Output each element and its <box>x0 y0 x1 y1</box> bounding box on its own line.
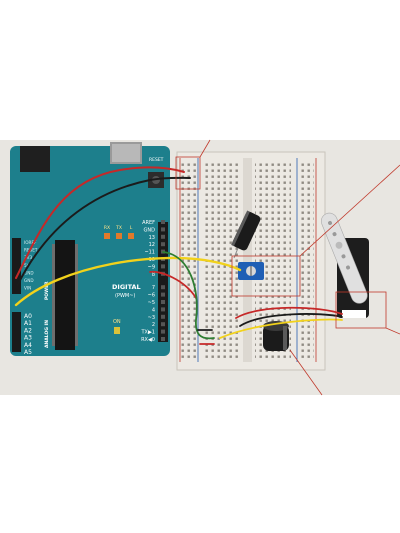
digital-pin-label: 7 <box>152 285 155 291</box>
digital-pin-label: ~11 <box>144 250 155 256</box>
servo-motor <box>320 212 369 318</box>
status-led <box>128 233 134 239</box>
power-jack <box>20 146 50 172</box>
header-pin <box>161 220 165 224</box>
header-pin <box>161 227 165 232</box>
digital-pin-label: ~6 <box>148 293 155 299</box>
analog-header <box>12 312 21 352</box>
status-led <box>104 233 110 239</box>
power-pin-label: GND <box>24 270 34 275</box>
header-pin <box>161 242 165 247</box>
led-label: TX <box>115 225 122 231</box>
callout-box-servo <box>335 291 387 329</box>
digital-pin-label: 4 <box>152 307 155 313</box>
header-pin <box>161 329 165 334</box>
potentiometer <box>238 262 264 280</box>
on-label: ON <box>113 319 121 325</box>
analog-pin-label: A1 <box>24 320 32 327</box>
digital-pin-label: RX◀0 <box>141 337 155 343</box>
microcontroller-chip <box>55 240 75 350</box>
power-pin-label: VIN <box>24 286 31 291</box>
power-pin-label: GND <box>24 278 34 283</box>
digital-pin-label: AREF <box>142 220 155 226</box>
analog-pin-label: A3 <box>24 335 32 342</box>
digital-pin-label: 2 <box>152 322 155 328</box>
power-label: POWER <box>44 281 50 300</box>
power-pin-label: IOREF <box>24 240 37 245</box>
analog-pin-label: A4 <box>24 342 32 349</box>
callout-box-rail <box>175 156 201 190</box>
header-pin <box>161 337 165 341</box>
digital-pin-label: TX▶1 <box>140 330 155 336</box>
digital-label: DIGITAL <box>112 283 141 291</box>
analog-pin-label: A2 <box>24 327 32 334</box>
power-pin-label: 3V3 <box>24 255 33 260</box>
power-pin-label: 5V <box>24 263 30 268</box>
analog-label: ANALOG IN <box>44 320 50 348</box>
power-header <box>12 238 21 294</box>
header-pin <box>161 300 165 304</box>
callouts <box>175 139 400 396</box>
wire-green-signal <box>162 251 215 340</box>
led-label: L <box>130 225 133 231</box>
header-pin <box>161 285 165 290</box>
digital-pin-label: ~3 <box>148 315 155 321</box>
wires <box>14 166 343 345</box>
header-pin <box>161 264 165 269</box>
digital-pin-label: 12 <box>149 242 155 248</box>
on-led <box>114 327 120 334</box>
servo-lead-red <box>235 306 343 319</box>
analog-pin-label: A0 <box>24 313 32 320</box>
header-pin <box>161 314 165 319</box>
digital-header <box>158 222 168 342</box>
header-pin <box>161 322 165 327</box>
header-pin <box>161 307 165 312</box>
arduino-board: RESET AREFGND1312~11~10~987~6~54~32TX▶1R… <box>10 142 170 356</box>
header-pin <box>161 292 165 297</box>
header-pin <box>161 234 165 239</box>
digital-pin-label: 13 <box>149 235 155 241</box>
digital-pin-label: ~5 <box>148 300 155 306</box>
led-label: RX <box>104 225 110 231</box>
wire-red-servo <box>149 270 197 299</box>
status-led <box>116 233 122 239</box>
wire-yellow-a0 <box>14 256 242 307</box>
digital-pin-label: 8 <box>152 272 155 278</box>
analog-pin-label: A5 <box>24 349 32 356</box>
servo-lead-yellow <box>219 318 343 339</box>
pwm-label: (PWM~) <box>115 293 135 299</box>
status-leds: RX TX L <box>104 225 134 239</box>
wire-red-5v <box>15 166 185 279</box>
digital-pin-label: ~9 <box>148 264 155 270</box>
breadboard <box>176 151 326 371</box>
digital-pin-label: GND <box>144 227 156 233</box>
callout-box-pot <box>231 255 301 297</box>
servo-lead-black <box>239 313 343 327</box>
reset-label: RESET <box>149 157 164 163</box>
